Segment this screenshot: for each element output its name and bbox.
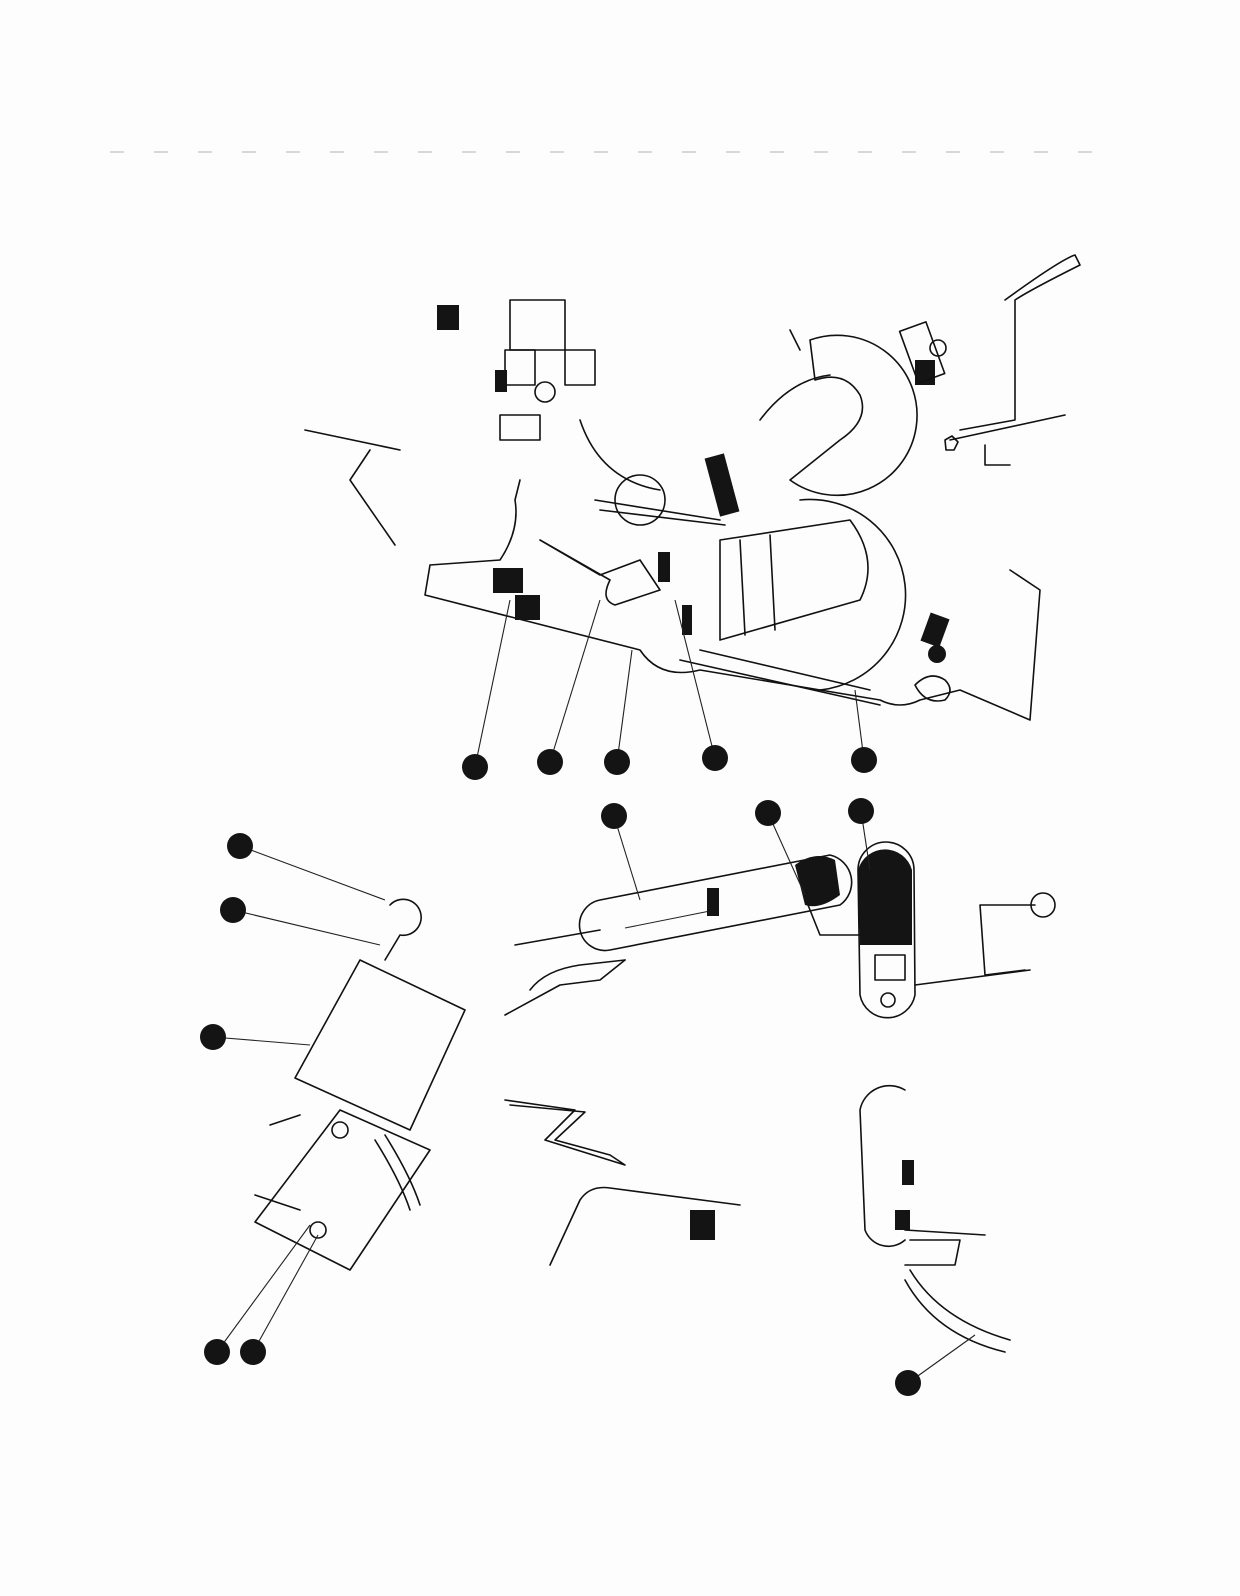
callout-marker (848, 798, 874, 824)
callout-marker (537, 749, 563, 775)
headshell (857, 841, 916, 1019)
lever (539, 539, 661, 606)
frame-plate (424, 479, 1041, 721)
callouts (200, 645, 946, 1396)
cartridge-cover (859, 1084, 906, 1248)
callout-marker (200, 1024, 226, 1050)
connector-block (437, 299, 596, 441)
pivot-dot (928, 645, 946, 663)
upper-assembly (304, 254, 1081, 721)
base-plate (549, 1186, 741, 1266)
upper-roller (789, 334, 918, 497)
lower-parts (504, 1084, 1011, 1353)
arm-assembly (504, 841, 1056, 1019)
lower-roller (799, 498, 907, 691)
callout-marker (601, 803, 627, 829)
callout-marker (702, 745, 728, 771)
callout-marker (220, 897, 246, 923)
switch-housing (294, 959, 466, 1131)
callout-marker (895, 1370, 921, 1396)
callout-marker (240, 1339, 266, 1365)
leader-lines (212, 599, 976, 1384)
callout-marker (755, 800, 781, 826)
left-assembly (254, 898, 466, 1271)
tone-arm (578, 854, 853, 952)
callout-marker (462, 754, 488, 780)
callout-marker (227, 833, 253, 859)
roller-arm (719, 519, 869, 641)
callout-marker (851, 747, 877, 773)
indicator-ring (1030, 892, 1056, 918)
callout-marker (204, 1339, 230, 1365)
callout-marker (604, 749, 630, 775)
spring-clip (504, 1099, 626, 1166)
cable (904, 1269, 1011, 1353)
